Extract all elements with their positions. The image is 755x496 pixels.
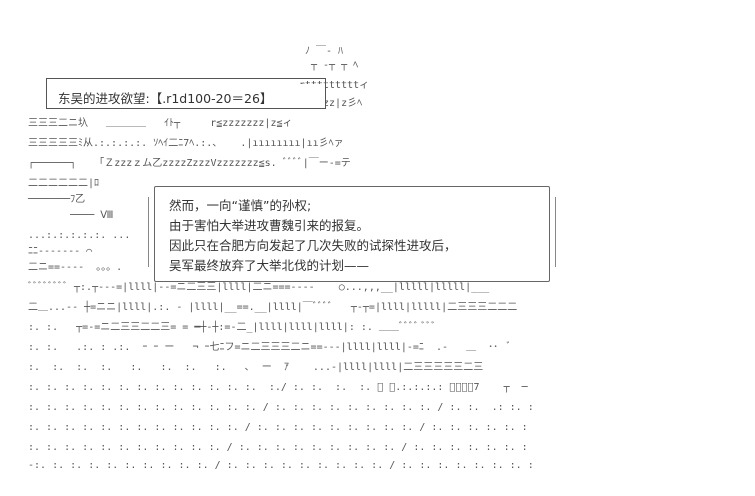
title-text: 东吴的进攻欲望:【.r1d100-20＝26】 [58,91,273,106]
ascii-art-line: 二ニ==---- 。。。. [28,262,123,273]
ascii-art-line: rtttttttttィ [298,80,370,91]
ascii-art-line: 二＿...‐‐ ┼=ニニ|llll|.:. - |llll|__==.__|ll… [28,302,518,313]
title-box [46,84,326,109]
speech-line-2: 由于害怕大举进攻曹魏引来的报复。 [169,218,370,233]
ascii-art-line: ...:.:.:.:.:. ... [28,230,131,241]
speech-line-1: 然而，一向“谨慎”的孙权; [169,198,312,213]
ascii-art-background: ﾉ ￣‐ ﾊ ┬ ‐┬ ┬ ﾍ rtttttttttィ zzzz|z彡ﾍ 三三三二… [28,46,728,476]
ascii-art-line: ﾞﾞﾞﾞﾞﾞﾞﾞ ┬:.┬‐‐-=|llll|--=ニ二三三|llll|二ニ==… [28,282,490,293]
ascii-art-line: 三三三二ニ圦 ＿＿＿＿ ｲﾄ┬ r≦zzzzzzz|z≦ィ [28,118,293,129]
ascii-art-line: 二二二二二二|ﾛ [28,178,100,189]
ascii-art-line: :. :. :. :. :. :. :. :. :. :. :. :. / :.… [28,422,528,433]
ascii-art-line: ┌──────┐ 「Ｚzzzｚム乙zzzzZzzzVzzzzzzz≦s. ﾞﾞﾞ… [28,158,351,169]
speech-line-3: 因此只在合肥方向发起了几次失败的试探性进攻后， [169,238,457,253]
ascii-art-line: :. :. :. :. :. :. :. :. :. :. :. :. :. /… [28,402,534,413]
ascii-art-line: :. :. :. :. :. :. :. :. :. :. :. :. :. :… [28,382,528,393]
ascii-art-line: :. :. .:. : .:. ｰ ｰ ー ¬ ｰ七ﾆフ=ニ二三三三二ニ==‐‐… [28,342,512,353]
ascii-art-line: zzzz|z彡ﾍ [310,98,363,109]
ascii-art-line: ﾉ ￣‐ ﾊ [28,46,344,57]
speech-line-4: 吴军最终放弃了大举北伐的计划—— [169,258,370,273]
ascii-art-line: :. :. :. :. :. :. :. :. :. :. :. / :. :.… [28,442,528,453]
ascii-art-line: 三三三三三ﾐ从.:.:.:.:. ｿﾍｲ二ﾆ7ﾍ.:.、 .|ıııııııı|… [28,138,344,149]
ascii-art-line: ┬ ‐┬ ┬ ﾍ [28,60,359,71]
ascii-art-line: ───────ﾌ乙 [28,194,86,205]
title-box-frame [46,78,326,85]
ascii-art-line: ﾆﾆ-‐‐‐‐‐‐ ⌒ [28,246,93,257]
speech-bubble: 然而，一向“谨慎”的孙权; 由于害怕大举进攻曹魏引来的报复。 因此只在合肥方向发… [148,186,556,282]
ascii-art-line: -:. :. :. :. :. :. :. :. :. :. / :. :. :… [28,460,534,471]
ascii-art-line: :. :. ┬=-=ニ二三三二二三= = ━┼‐┼:=‐二_|llll|llll… [28,322,437,333]
ascii-art-line: :. :. :. :. :. :. :. :. ､ ー ｱ ...‐|llll|… [28,362,484,373]
ascii-art-line: ──── Ⅷ [28,210,114,221]
